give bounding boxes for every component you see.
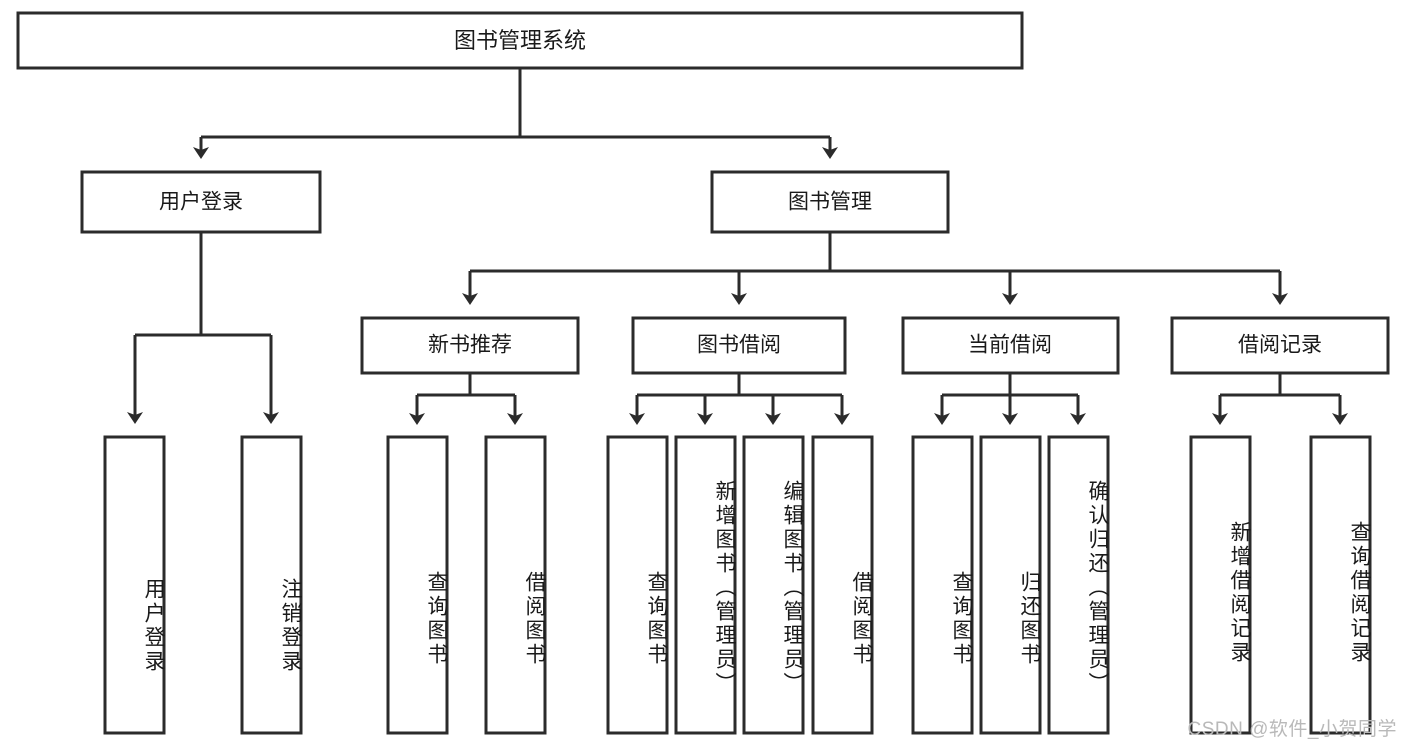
node-root-label: 图书管理系统 [454, 28, 586, 53]
node-leaf-borrow-book-1[interactable] [484, 435, 547, 735]
node-root[interactable]: 图书管理系统 [16, 11, 1024, 70]
connector-book-borrow-to-leaves [629, 373, 850, 425]
node-leaf-query-record[interactable] [1309, 435, 1372, 735]
connector-user-login-to-leaves [127, 232, 279, 424]
node-leaf-query-book-3[interactable] [911, 435, 974, 735]
node-book-borrow[interactable]: 图书借阅 [631, 316, 847, 375]
node-borrow-record[interactable]: 借阅记录 [1170, 316, 1390, 375]
node-book-manage[interactable]: 图书管理 [710, 170, 950, 234]
node-leaf-query-book-1[interactable] [386, 435, 449, 735]
node-leaf-user-logout[interactable] [240, 435, 303, 735]
node-user-login[interactable]: 用户登录 [80, 170, 322, 234]
csdn-watermark: CSDN @软件_小贺同学 [1187, 719, 1397, 740]
node-leaf-add-record[interactable] [1189, 435, 1252, 735]
connector-current-borrow-to-leaves [934, 373, 1086, 425]
node-current-borrow-label: 当前借阅 [968, 334, 1052, 357]
node-book-borrow-label: 图书借阅 [697, 334, 781, 357]
connector-borrow-record-to-leaves [1212, 373, 1348, 425]
node-leaf-edit-book[interactable] [742, 435, 805, 735]
node-leaf-query-book-2[interactable] [606, 435, 669, 735]
node-borrow-record-label: 借阅记录 [1238, 334, 1322, 357]
node-leaf-user-login[interactable] [103, 435, 166, 735]
connector-root-to-level2 [193, 68, 838, 159]
node-leaf-return-book[interactable] [979, 435, 1042, 735]
node-leaf-borrow-book-2[interactable] [811, 435, 874, 735]
node-book-manage-label: 图书管理 [788, 191, 872, 214]
node-new-book-rec[interactable]: 新书推荐 [360, 316, 580, 375]
node-leaf-confirm-return[interactable] [1047, 435, 1110, 735]
connector-book-manage-to-level3 [462, 232, 1288, 305]
node-current-borrow[interactable]: 当前借阅 [901, 316, 1120, 375]
connector-new-book-rec-to-leaves [409, 373, 523, 425]
node-user-login-label: 用户登录 [159, 191, 243, 214]
node-new-book-rec-label: 新书推荐 [428, 334, 512, 357]
node-leaf-add-book[interactable] [674, 435, 737, 735]
